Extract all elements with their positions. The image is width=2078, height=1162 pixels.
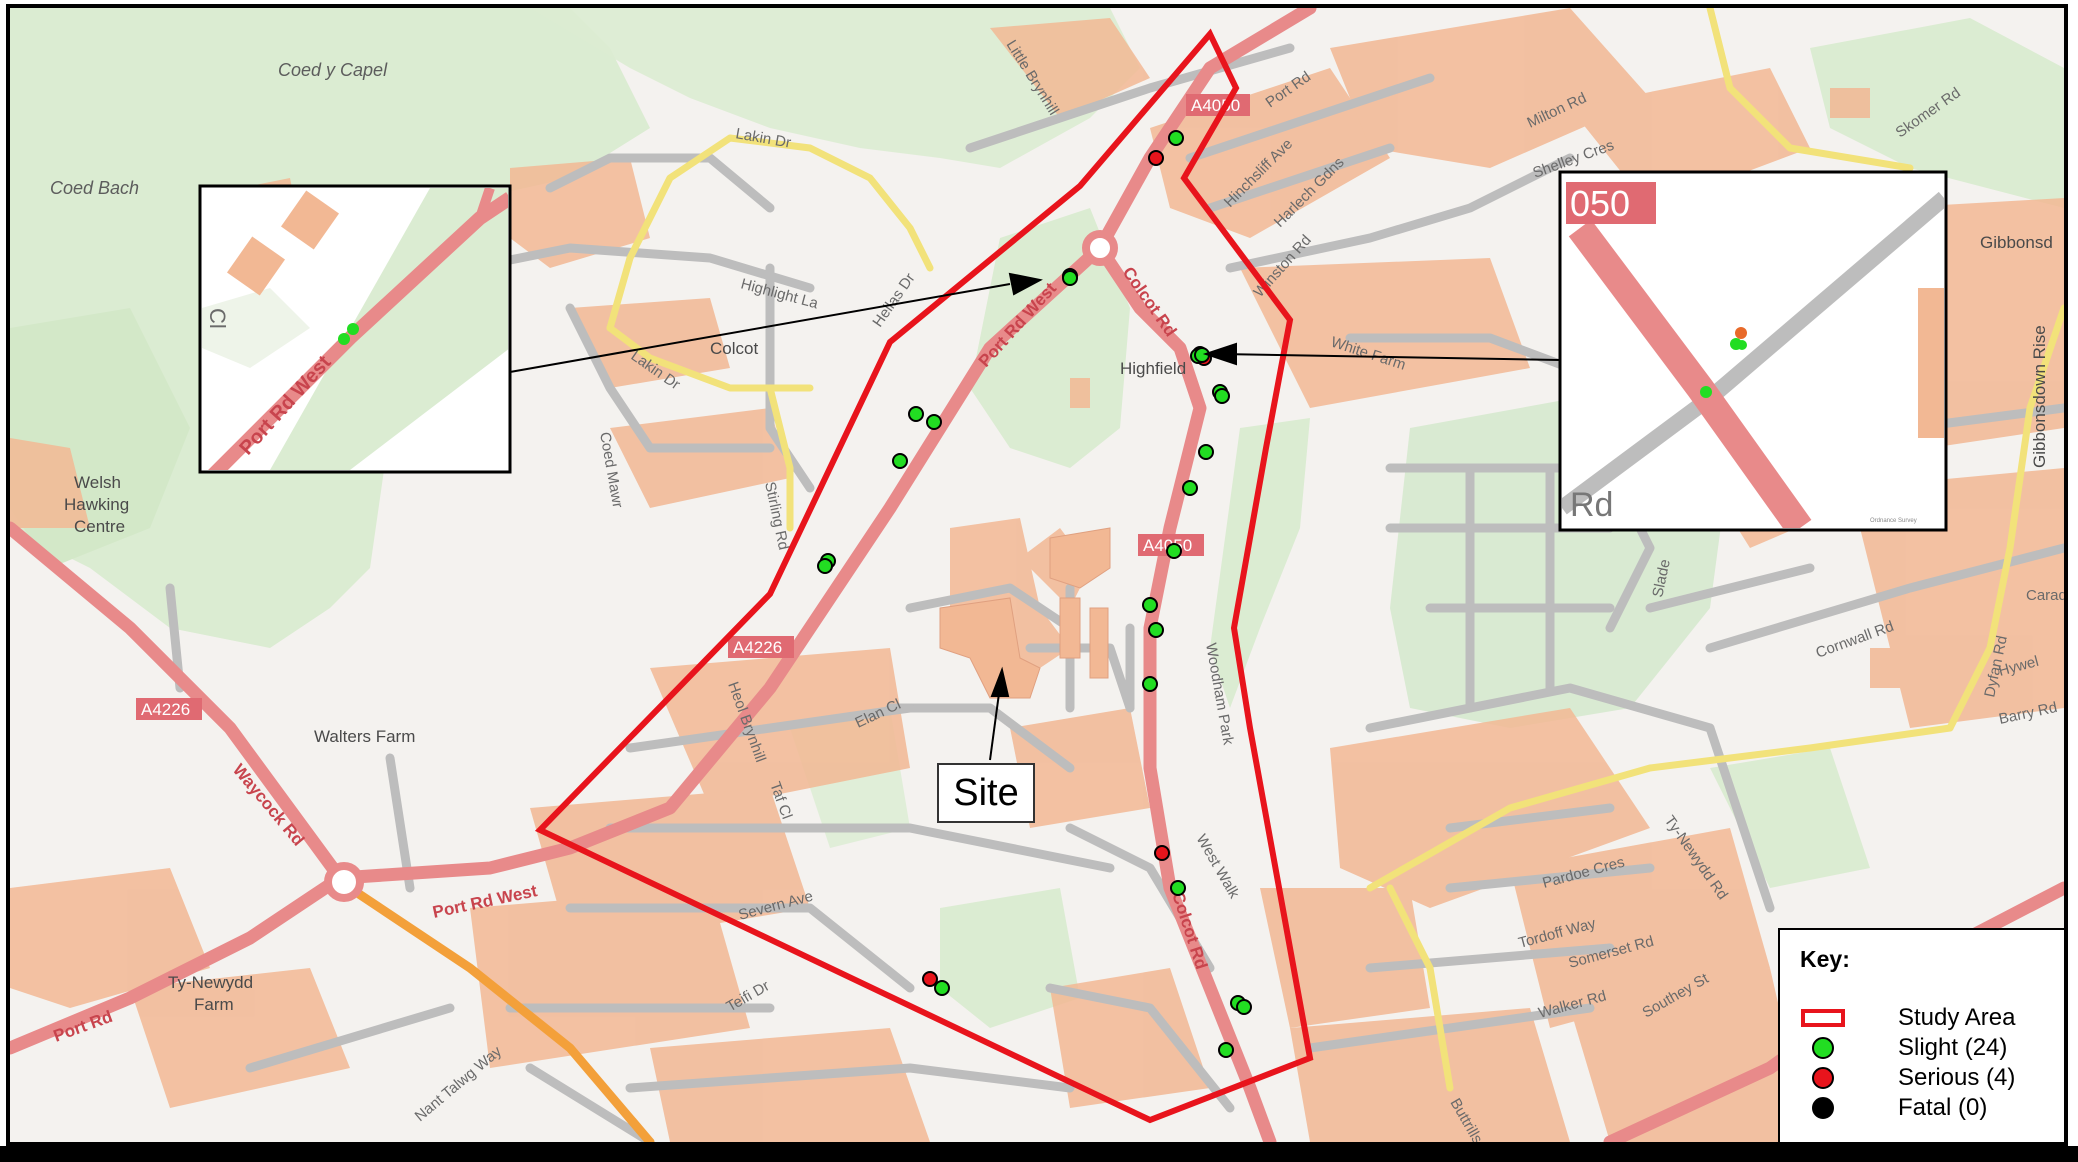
svg-text:Coed y Capel: Coed y Capel [278,60,388,80]
svg-text:Hawking: Hawking [64,495,129,514]
accident-point-slight [1062,270,1078,286]
orange-road [345,883,655,1142]
shield-a4226-left: A4226 [136,698,202,720]
site-label: Site [937,763,1035,823]
building-blocks [10,8,2064,1142]
accident-point-slight [926,414,942,430]
inset-right: 050 Rd Ordnance Survey [1558,170,1948,532]
svg-text:050: 050 [1570,183,1630,224]
key-label: Study Area [1898,1004,2016,1031]
svg-text:Highfield: Highfield [1120,359,1186,378]
accident-point-slight [1218,1042,1234,1058]
map-key: Key: Study Area Slight (24) Serious (4) … [1778,928,2064,1142]
bottom-bar [0,1146,2078,1162]
svg-text:Coed Bach: Coed Bach [50,178,139,198]
serious-dot-icon [1812,1067,1834,1089]
accident-point-slight [1170,880,1186,896]
map-frame: Coed y Capel Coed Bach Welsh Hawking Cen… [6,4,2068,1146]
svg-text:Ordnance Survey: Ordnance Survey [1870,518,1917,524]
accident-point-serious [922,971,938,987]
accident-point-slight [817,558,833,574]
callout-arrows [509,272,1561,761]
accident-points [817,130,1252,1058]
accident-point-serious [1148,150,1164,166]
svg-text:Colcot Rd: Colcot Rd [1168,889,1211,971]
place-labels: Coed y Capel Coed Bach Welsh Hawking Cen… [50,60,2053,1014]
road-shields: A4050 A4050 A4226 A4226 [136,94,1250,720]
svg-text:Centre: Centre [74,517,125,536]
key-label: Fatal (0) [1898,1094,1988,1121]
slight-dot-icon [1812,1037,1834,1059]
key-item-serious: Serious (4) [1780,1063,2064,1093]
accident-point-slight [1214,388,1230,404]
accident-point-slight [1166,543,1182,559]
accident-point-slight [1142,597,1158,613]
shield-a4050-top: A4050 [1186,94,1250,116]
inset-right-point-serious [1735,327,1747,339]
key-item-study-area: Study Area [1780,1003,2064,1033]
accident-point-slight [892,453,908,469]
accident-point-slight [1182,480,1198,496]
inset-left-point-slight [347,323,359,335]
svg-text:Carad: Carad [2026,587,2064,604]
yellow-roads [606,8,2064,1092]
svg-text:Walters Farm: Walters Farm [314,727,415,746]
fatal-dot-icon [1812,1097,1834,1119]
svg-text:Gibbonsdown Rise: Gibbonsdown Rise [2030,325,2049,468]
inset-right-point-slight [1737,340,1747,350]
key-item-fatal: Fatal (0) [1780,1093,2064,1123]
svg-text:Farm: Farm [194,995,234,1014]
accident-point-slight [1168,130,1184,146]
svg-text:Welsh: Welsh [74,473,121,492]
inset-left: Port Rd West Cl [198,184,512,474]
accident-point-slight [1148,622,1164,638]
study-area-boundary [534,28,1314,1124]
accident-point-slight [934,980,950,996]
inset-left-point-slight [338,333,350,345]
map-canvas[interactable]: Coed y Capel Coed Bach Welsh Hawking Cen… [10,8,2064,1142]
accident-point-slight [908,406,924,422]
svg-text:Ty-Newydd: Ty-Newydd [168,973,253,992]
accident-point-slight [1236,999,1252,1015]
svg-text:Colcot: Colcot [710,339,758,358]
key-item-slight: Slight (24) [1780,1033,2064,1063]
svg-text:Cl: Cl [205,308,230,329]
site-building [939,527,1111,699]
svg-text:West Walk: West Walk [1193,832,1243,902]
accident-point-slight [1198,444,1214,460]
roundabout-colcot [1082,230,1118,266]
roundabout-port-rd [324,862,364,902]
inset-right-point-slight [1700,386,1712,398]
svg-text:A4226: A4226 [141,700,190,719]
study-area-swatch [1801,1009,1845,1027]
svg-text:A4226: A4226 [733,638,782,657]
shield-a4226-mid: A4226 [728,636,794,658]
accident-point-serious [1154,845,1170,861]
svg-text:Nant Talwg Way: Nant Talwg Way [412,1043,506,1125]
key-label: Slight (24) [1898,1034,2008,1061]
svg-text:Gibbonsd: Gibbonsd [1980,233,2053,252]
key-title: Key: [1800,946,1850,972]
accident-point-slight [1142,676,1158,692]
key-label: Serious (4) [1898,1064,2016,1091]
svg-text:Rd: Rd [1570,486,1613,524]
